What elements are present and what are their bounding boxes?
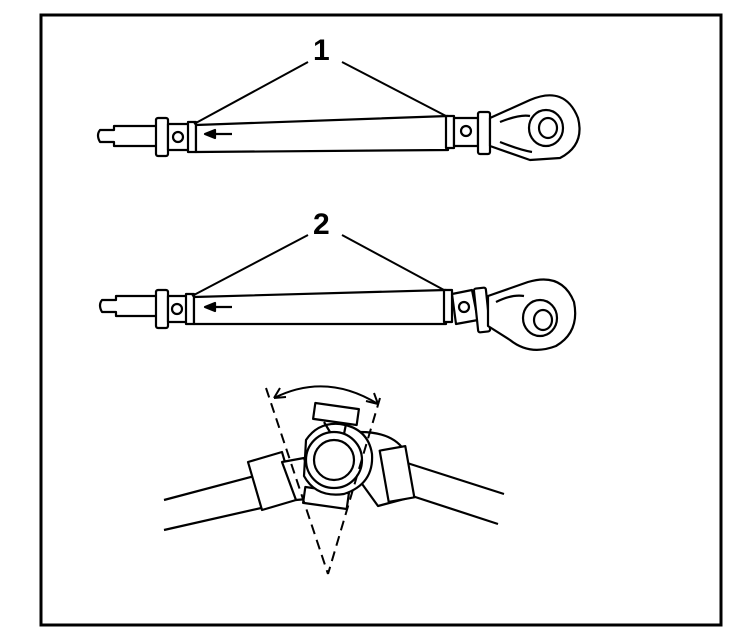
- shaft-2-left-collar: [184, 292, 196, 326]
- angle-dashed-line-right: [327, 397, 381, 575]
- callout-label-2: 2: [313, 208, 330, 241]
- operating-angle-indicator: [265, 385, 381, 575]
- callout-2-leaders: [191, 234, 445, 297]
- shaft-1-tube: [194, 114, 450, 154]
- shaft-1-eye-neck: [499, 114, 533, 154]
- right-shaft-lower-edge: [405, 492, 499, 526]
- shaft-1-right-collar: [444, 114, 456, 150]
- shaft-1-eye-inner: [537, 116, 559, 140]
- shaft-2-right-cross-pin: [457, 300, 471, 314]
- shaft-2-left-flange: [154, 288, 170, 330]
- shaft-1-left-collar: [186, 120, 198, 154]
- universal-joint-detail: [163, 401, 505, 532]
- shaft-1-stub-end: [96, 124, 160, 148]
- shaft-2-left-cross-pin: [170, 302, 184, 316]
- right-shaft-upper-edge: [403, 460, 505, 496]
- angle-dashed-line-left: [265, 387, 329, 575]
- left-shaft-upper-edge: [163, 472, 263, 502]
- shaft-2-eye-inner: [532, 308, 554, 332]
- shaft-1-right-flange: [476, 110, 492, 156]
- shaft-2-arrow-head: [203, 301, 217, 313]
- shaft-1-left-cross-pin: [171, 130, 185, 144]
- cross-bearing-inner: [312, 438, 356, 482]
- angle-arc-arrow-right: [365, 392, 379, 405]
- angle-arc-arrow-left: [273, 387, 287, 399]
- frame-border: [39, 13, 723, 627]
- callout-1-leaders: [193, 61, 447, 125]
- cross-arm-upper: [323, 421, 348, 435]
- right-yoke-collar: [378, 445, 416, 503]
- cross-cap-top: [312, 401, 360, 427]
- shaft-1-arrow-head: [203, 128, 217, 140]
- drive-shaft-assembly-2: [98, 278, 577, 351]
- drive-shaft-assembly-1: [96, 94, 581, 162]
- shaft-2-right-collar: [442, 288, 454, 324]
- shaft-1-left-flange: [154, 116, 170, 158]
- shaft-2-eye-neck: [495, 294, 525, 303]
- shaft-2-stub-end: [98, 294, 160, 318]
- callout-label-1: 1: [313, 34, 330, 67]
- shaft-2-tube: [192, 288, 448, 326]
- shaft-1-right-cross-pin: [459, 124, 473, 138]
- angle-arc: [273, 385, 379, 405]
- left-shaft-lower-edge: [163, 504, 271, 532]
